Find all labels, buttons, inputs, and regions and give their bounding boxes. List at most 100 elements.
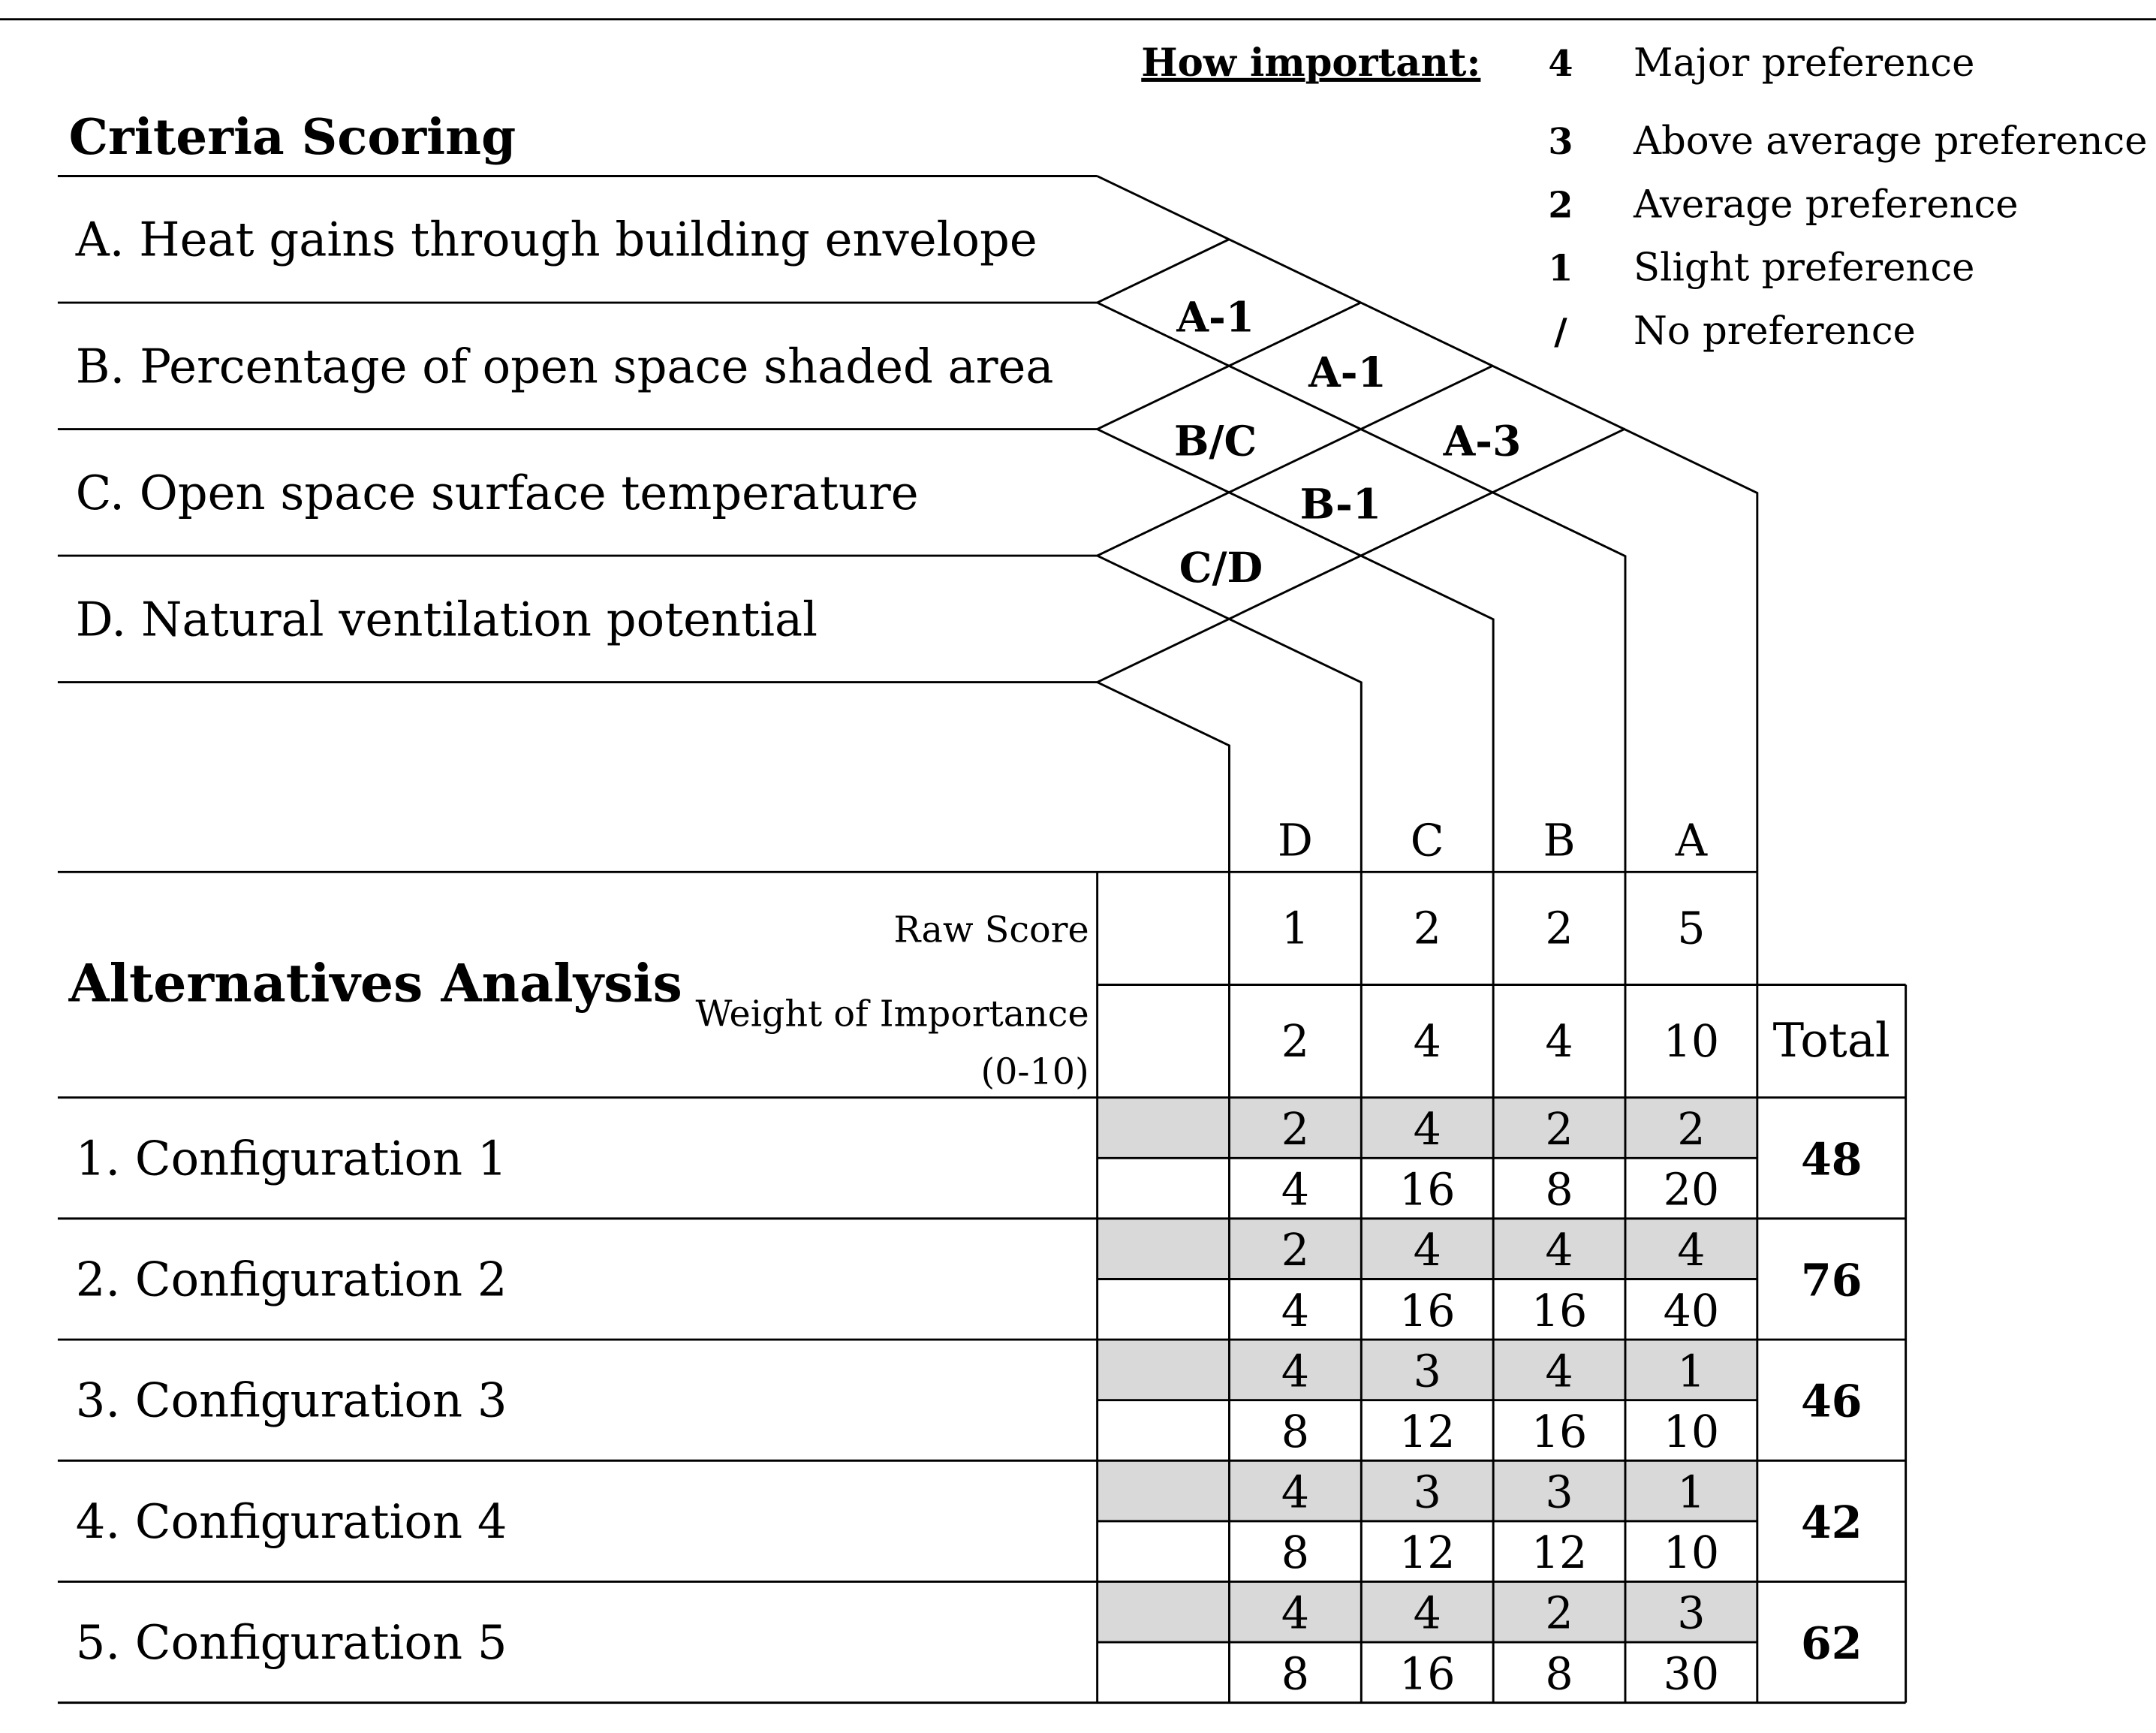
alternative-label: 1. Configuration 1: [76, 1131, 507, 1186]
row-total: 46: [1801, 1376, 1862, 1427]
score-value: 4: [1281, 1467, 1309, 1518]
criteria-label: C. Open space surface temperature: [76, 466, 919, 520]
legend-label: No preference: [1634, 309, 1916, 354]
raw-score-label: Raw Score: [894, 910, 1089, 951]
score-value: 4: [1677, 1225, 1705, 1276]
score-value: 1: [1677, 1346, 1705, 1397]
weight-value: 4: [1545, 1016, 1573, 1067]
diagonal-line: [1097, 681, 1230, 873]
weighted-value: 4: [1281, 1285, 1309, 1337]
criteria-label: B. Percentage of open space shaded area: [76, 339, 1054, 393]
weight-label: Weight of Importance: [695, 993, 1089, 1035]
column-letter: A: [1675, 815, 1708, 866]
score-value: 3: [1677, 1588, 1705, 1639]
legend-label: Above average preference: [1633, 119, 2148, 164]
diagonal-line: [1097, 301, 1362, 430]
weighted-value: 10: [1664, 1406, 1720, 1457]
legend-label: Major preference: [1634, 41, 1975, 86]
weighted-value: 12: [1399, 1406, 1456, 1457]
score-cell-shade: [1097, 1340, 1757, 1400]
score-value: 2: [1281, 1104, 1309, 1155]
score-value: 1: [1677, 1467, 1705, 1518]
raw-score-value: 2: [1414, 903, 1441, 954]
weighted-value: 20: [1664, 1165, 1720, 1216]
weighted-value: 40: [1664, 1285, 1720, 1337]
score-value: 4: [1281, 1588, 1309, 1639]
weighted-value: 16: [1531, 1285, 1588, 1337]
score-value: 4: [1414, 1104, 1441, 1155]
diagonal-line: [1097, 554, 1363, 873]
legend-score: /: [1554, 311, 1567, 353]
comparison-result: A-1: [1308, 348, 1387, 396]
score-value: 2: [1677, 1104, 1705, 1155]
row-total: 76: [1801, 1254, 1862, 1306]
score-value: 4: [1545, 1346, 1573, 1397]
raw-score-value: 1: [1281, 903, 1309, 954]
weighted-value: 16: [1531, 1406, 1588, 1457]
score-cell-shade: [1097, 1097, 1757, 1159]
alternative-label: 2. Configuration 2: [76, 1252, 507, 1307]
weight-value: 4: [1414, 1016, 1441, 1067]
comparison-result: A-1: [1176, 292, 1254, 341]
legend-score: 2: [1548, 184, 1573, 226]
score-value: 2: [1545, 1588, 1573, 1639]
comparison-result: B-1: [1300, 480, 1381, 529]
legend-title: How important:: [1141, 41, 1480, 86]
score-value: 4: [1281, 1346, 1309, 1397]
score-cell-shade: [1097, 1460, 1757, 1521]
diagonal-line: [1097, 364, 1494, 557]
legend-score: 1: [1548, 248, 1573, 290]
score-cell-shade: [1097, 1218, 1757, 1279]
column-letter: D: [1278, 815, 1313, 866]
criteria-label: A. Heat gains through building envelope: [75, 212, 1037, 267]
weighted-value: 8: [1281, 1527, 1309, 1578]
score-value: 4: [1414, 1588, 1441, 1639]
score-value: 3: [1545, 1467, 1573, 1518]
weighted-value: 12: [1531, 1527, 1588, 1578]
diagonal-line: [1097, 301, 1627, 873]
raw-score-value: 2: [1545, 903, 1573, 954]
row-total: 48: [1801, 1133, 1862, 1185]
column-letter: B: [1543, 815, 1576, 866]
row-total: 42: [1801, 1496, 1862, 1548]
score-value: 3: [1414, 1467, 1441, 1518]
weighted-value: 16: [1399, 1165, 1456, 1216]
score-value: 4: [1545, 1225, 1573, 1276]
alternative-label: 3. Configuration 3: [76, 1373, 507, 1428]
grid-lines: [0, 18, 2156, 1704]
weighted-value: 4: [1281, 1165, 1309, 1216]
score-value: 2: [1545, 1104, 1573, 1155]
weighted-value: 8: [1545, 1165, 1573, 1216]
weighted-value: 16: [1399, 1648, 1456, 1699]
weight-range: (0-10): [981, 1051, 1089, 1093]
alternative-label: 5. Configuration 5: [76, 1615, 507, 1670]
raw-score-value: 5: [1677, 903, 1705, 954]
weighted-value: 8: [1545, 1648, 1573, 1699]
legend-label: Slight preference: [1634, 246, 1975, 291]
column-letter: C: [1411, 815, 1444, 866]
text-layer: How important: 4 Major preference 3 Above av…: [68, 41, 2148, 1700]
score-cell-shade: [1097, 1581, 1757, 1643]
weighted-value: 12: [1399, 1527, 1456, 1578]
weighted-value: 16: [1399, 1285, 1456, 1337]
comparison-result: C/D: [1179, 543, 1263, 592]
score-value: 4: [1414, 1225, 1441, 1276]
weighted-value: 30: [1664, 1648, 1720, 1699]
legend-score: 3: [1548, 121, 1573, 163]
criteria-scoring-title: Criteria Scoring: [69, 107, 516, 166]
diagonal-line: [1097, 175, 1759, 873]
weighted-value: 10: [1664, 1527, 1720, 1578]
weight-value: 10: [1664, 1016, 1720, 1067]
alternative-label: 4. Configuration 4: [76, 1494, 507, 1549]
diagonal-line: [1097, 238, 1230, 304]
weighted-value: 8: [1281, 1648, 1309, 1699]
alternatives-title: Alternatives Analysis: [68, 954, 682, 1014]
score-value: 2: [1281, 1225, 1309, 1276]
row-total: 62: [1801, 1617, 1862, 1669]
weight-value: 2: [1281, 1016, 1309, 1067]
total-header: Total: [1773, 1013, 1890, 1068]
weighted-value: 8: [1281, 1406, 1309, 1457]
comparison-result: B/C: [1174, 416, 1257, 465]
criteria-label: D. Natural ventilation potential: [76, 592, 818, 646]
